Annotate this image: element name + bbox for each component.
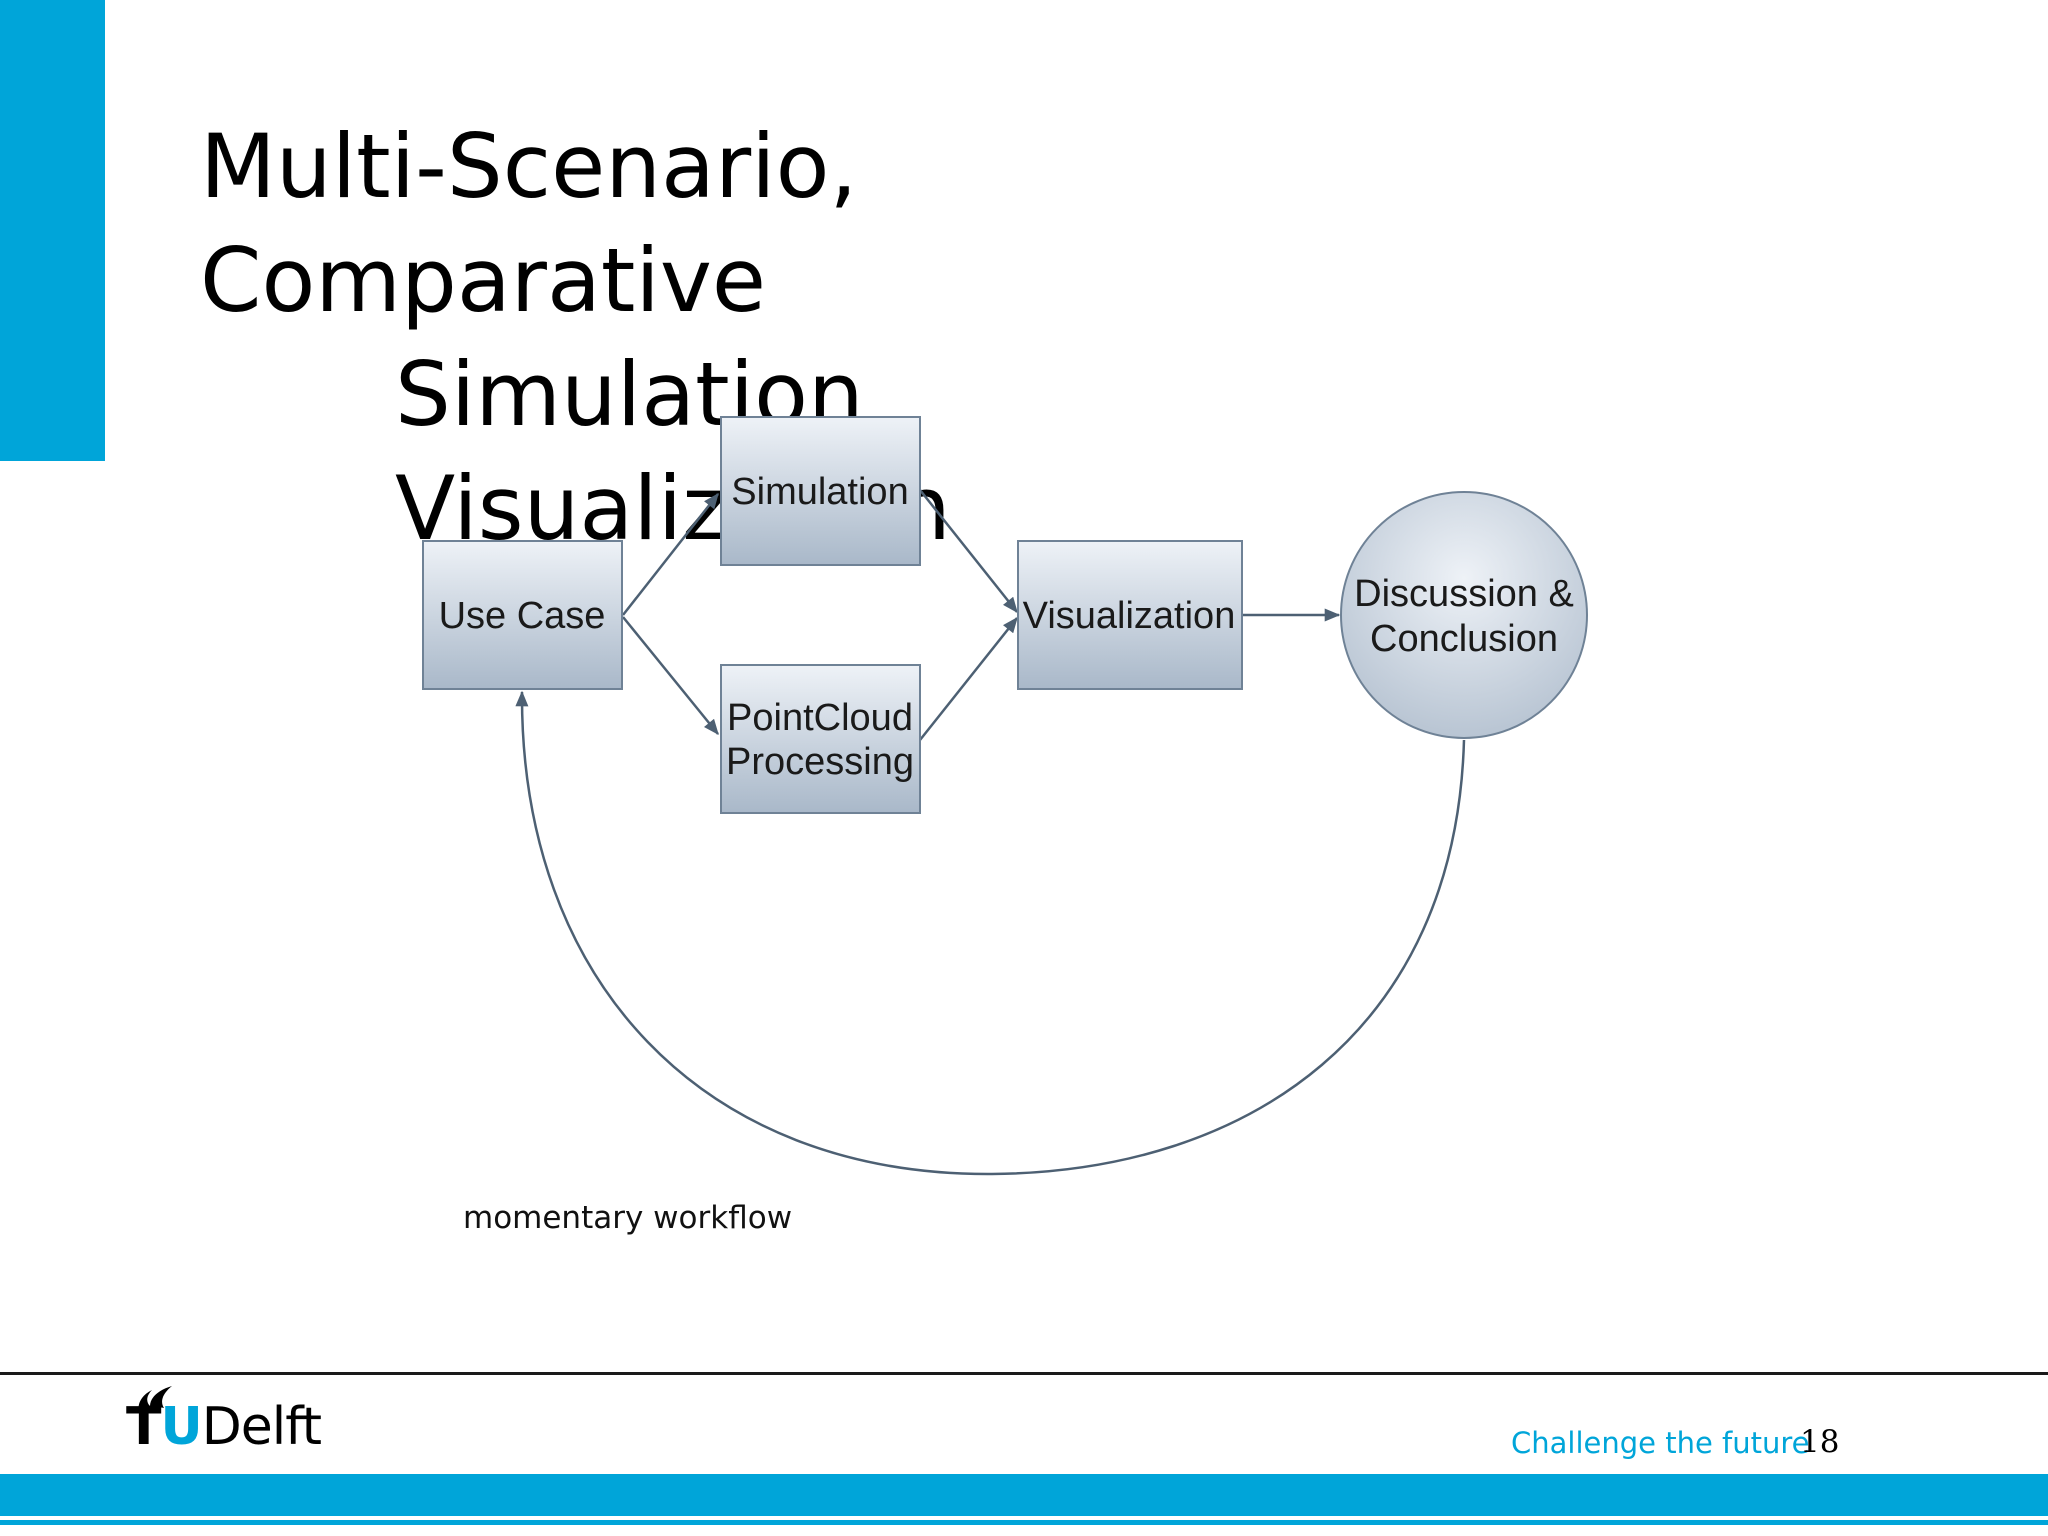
accent-bar (0, 0, 105, 461)
flame-icon (138, 1386, 172, 1416)
node-pointcloud-label-line1: PointCloud (727, 697, 913, 739)
node-discussion-label-line1: Discussion & (1354, 573, 1574, 615)
edge-pointcloud-to-visualization (919, 616, 1018, 741)
node-use-case-label: Use Case (439, 595, 606, 637)
workflow-diagram: Use Case Simulation PointCloud Processin… (422, 416, 1588, 1176)
footer-band (0, 1474, 2048, 1516)
node-simulation-label: Simulation (731, 471, 908, 513)
logo-wordmark: TUDelft (126, 1397, 322, 1457)
page-number: 18 (1800, 1424, 1840, 1460)
node-simulation: Simulation (720, 416, 921, 566)
edge-usecase-to-simulation (622, 492, 719, 616)
edge-usecase-to-pointcloud (622, 616, 719, 736)
node-visualization-label: Visualization (1023, 595, 1236, 637)
node-discussion-conclusion: Discussion & Conclusion (1340, 491, 1588, 739)
footer-tagline: Challenge the future (1511, 1426, 1810, 1460)
node-pointcloud-label-line2: Processing (726, 741, 914, 783)
node-visualization: Visualization (1017, 540, 1243, 690)
diagram-caption: momentary workflow (463, 1200, 793, 1236)
edge-discussion-to-usecase (515, 690, 1466, 1176)
tudelft-logo: TUDelft (126, 1380, 336, 1460)
node-pointcloud-processing: PointCloud Processing (720, 664, 921, 814)
footer-divider (0, 1372, 2048, 1375)
title-line-1: Multi-Scenario, Comparative (200, 115, 858, 332)
node-use-case: Use Case (422, 540, 623, 690)
edge-simulation-to-visualization (919, 489, 1018, 614)
footer-band-line (0, 1520, 2048, 1525)
node-discussion-label-line2: Conclusion (1370, 618, 1558, 660)
